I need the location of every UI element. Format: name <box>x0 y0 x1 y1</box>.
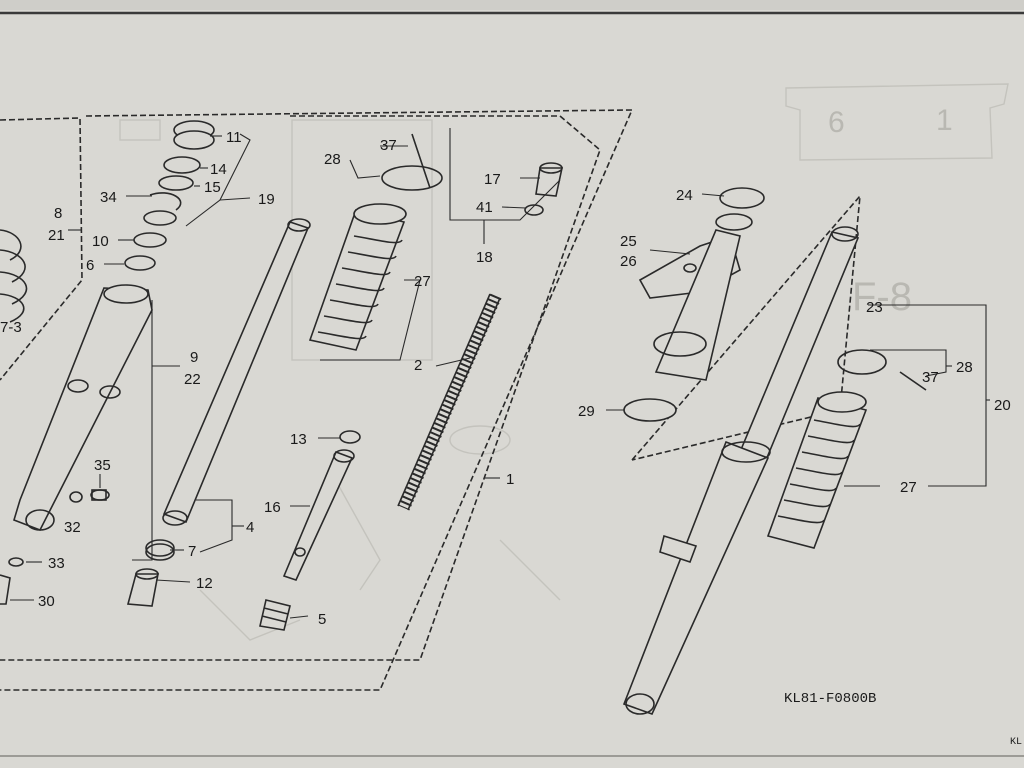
bolt-17 <box>535 162 563 197</box>
left-partial-assembly <box>0 117 83 381</box>
callout-24: 24 <box>676 187 693 204</box>
diagram-code-label: KL81-F0800B <box>784 691 876 707</box>
callout-15: 15 <box>204 179 221 196</box>
corner-code-label: KL <box>1010 737 1022 748</box>
callout-34: 34 <box>100 189 117 206</box>
fork-assembly-23 <box>622 226 860 716</box>
callout-16: 16 <box>264 499 281 516</box>
washer-41 <box>524 204 544 216</box>
callout-14: 14 <box>210 161 227 178</box>
callout-18: 18 <box>476 249 493 266</box>
callout-30: 30 <box>38 593 55 610</box>
callout-1: 1 <box>506 471 514 488</box>
callout-10: 10 <box>92 233 109 250</box>
ghost-page-number: F-8 <box>852 275 912 319</box>
fork-spring-2 <box>397 293 502 511</box>
callout-7: 7 <box>188 543 196 560</box>
middle-assembly-frame <box>0 109 634 691</box>
bolt-35 <box>90 489 110 501</box>
showthrough-header-box: 6 1 F-8 <box>785 83 1009 319</box>
callout-13: 13 <box>290 431 307 448</box>
callout-26: 26 <box>620 253 637 270</box>
callout-7-3: 7-3 <box>0 319 22 336</box>
fork-pipe-4 <box>162 218 311 526</box>
callout-5: 5 <box>318 611 326 628</box>
callout-28-right: 28 <box>956 359 973 376</box>
collar-12 <box>126 568 159 607</box>
callout-20: 20 <box>994 397 1011 414</box>
callout-8: 8 <box>54 205 62 222</box>
seal-stack <box>124 120 215 271</box>
seal-29 <box>623 398 677 422</box>
bolt-30 <box>0 574 11 605</box>
callout-35: 35 <box>94 457 111 474</box>
callout-labels: 11 14 15 34 19 8 21 10 6 7-3 9 22 35 32 … <box>0 129 1011 628</box>
callout-37-middle: 37 <box>380 137 397 154</box>
callout-28-middle: 28 <box>324 151 341 168</box>
bushing-7 <box>145 539 175 561</box>
callout-12: 12 <box>196 575 213 592</box>
callout-17: 17 <box>484 171 501 188</box>
screw-37-middle <box>411 133 431 189</box>
washer-33 <box>8 557 24 567</box>
fork-slider-9 <box>13 284 153 532</box>
callout-27-right: 27 <box>900 479 917 496</box>
damper-rod-16 <box>282 449 355 581</box>
dust-boot-27-middle <box>308 203 407 351</box>
callout-4: 4 <box>246 519 254 536</box>
clamp-28-middle <box>381 165 443 191</box>
inner-frame <box>0 115 601 661</box>
callout-9: 9 <box>190 349 198 366</box>
right-frame <box>631 193 862 461</box>
callout-21: 21 <box>48 227 65 244</box>
callout-29: 29 <box>578 403 595 420</box>
callout-33: 33 <box>48 555 65 572</box>
screw-37-right <box>899 371 927 391</box>
callout-27-middle: 27 <box>414 273 431 290</box>
callout-2: 2 <box>414 357 422 374</box>
callout-19: 19 <box>258 191 275 208</box>
callout-6: 6 <box>86 257 94 274</box>
page-top-edge <box>0 0 1024 10</box>
callout-32: 32 <box>64 519 81 536</box>
callout-22: 22 <box>184 371 201 388</box>
callout-25: 25 <box>620 233 637 250</box>
callout-37-right: 37 <box>922 369 939 386</box>
ghost-digit-a: 6 <box>828 106 845 139</box>
leader-lines <box>10 128 990 619</box>
ghost-digit-b: 1 <box>936 104 953 137</box>
fork-bracket-25 <box>638 187 765 381</box>
circlip-13 <box>339 430 361 444</box>
dust-boot-27-right <box>766 391 868 549</box>
callout-23: 23 <box>866 299 883 316</box>
washer-32 <box>69 491 83 503</box>
rebound-spring-5 <box>259 599 291 631</box>
clamp-28-right <box>837 349 887 375</box>
callout-11: 11 <box>226 129 242 146</box>
callout-41: 41 <box>476 199 493 216</box>
